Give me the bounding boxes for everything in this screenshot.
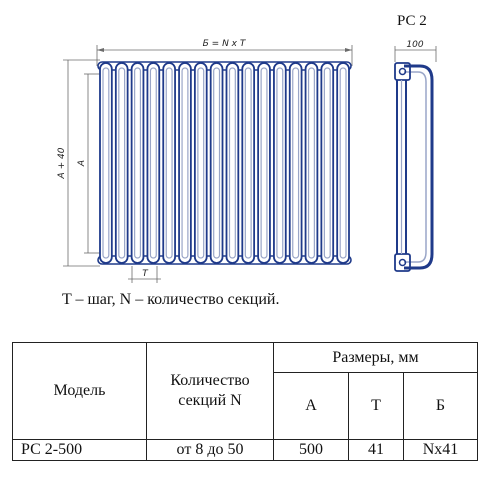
dim-depth-label: 100 [406, 40, 423, 50]
radiator-drawing: РС 2 Б = N x T A + 40 A T 100 [57, 13, 437, 283]
section-tube [209, 62, 224, 264]
section-tube-inner [260, 67, 268, 259]
section-tube [304, 62, 319, 264]
header-t: Т [348, 372, 404, 440]
section-tube-inner [307, 67, 315, 259]
cell-model: РС 2-500 [12, 439, 147, 461]
header-b: Б [403, 372, 478, 440]
section-tube-inner [181, 67, 189, 259]
side-view [394, 62, 434, 272]
table-row: РС 2-500 от 8 до 50 500 41 Nx41 [12, 439, 478, 461]
cell-b: Nx41 [403, 439, 478, 461]
cell-count: от 8 до 50 [146, 439, 274, 461]
section-tube [178, 62, 192, 264]
radiator-sections [97, 61, 352, 265]
top-collector [97, 61, 352, 71]
section-tube-inner [102, 67, 110, 259]
section-tube-inner [213, 67, 221, 259]
section-tube [320, 62, 335, 264]
section-tube-inner [292, 67, 300, 259]
section-tube [225, 62, 240, 264]
cell-a: 500 [273, 439, 349, 461]
cell-t: 41 [348, 439, 404, 461]
section-tube [273, 62, 287, 264]
section-tube-inner [339, 67, 347, 259]
dim-pitch-label: T [142, 269, 149, 279]
bottom-collector [97, 255, 352, 265]
section-tube [130, 62, 145, 264]
header-count: Количество секций N [146, 342, 274, 440]
section-tube [336, 62, 350, 264]
section-tube-inner [165, 67, 173, 259]
section-tube [257, 62, 271, 264]
section-tube-inner [276, 67, 284, 259]
header-a: А [273, 372, 349, 440]
section-tube [193, 62, 208, 264]
dim-height-total-label: A + 40 [57, 147, 67, 179]
dim-height-label: A [77, 160, 87, 167]
section-tube-inner [323, 67, 331, 259]
section-tube [99, 62, 113, 264]
section-tube [241, 62, 256, 264]
section-tube-inner [228, 67, 236, 259]
spec-table: Модель Количество секций N Размеры, мм А… [12, 342, 478, 461]
drawing-caption: T – шаг, N – количество секций. [62, 291, 280, 308]
section-tube [288, 62, 303, 264]
dimension-lines [63, 45, 437, 283]
section-tube-inner [197, 67, 205, 259]
section-tube-inner [149, 67, 157, 259]
section-tube [114, 62, 129, 264]
section-tube-inner [118, 67, 126, 259]
section-tube [146, 62, 161, 264]
section-tube [162, 62, 176, 264]
header-sizes: Размеры, мм [273, 342, 478, 373]
dim-width-label: Б = N x T [203, 39, 247, 49]
header-count-text: Количество секций N [170, 372, 250, 409]
model-label: РС 2 [397, 13, 427, 29]
header-model: Модель [12, 342, 147, 440]
section-tube-inner [244, 67, 252, 259]
section-tube-inner [134, 67, 142, 259]
